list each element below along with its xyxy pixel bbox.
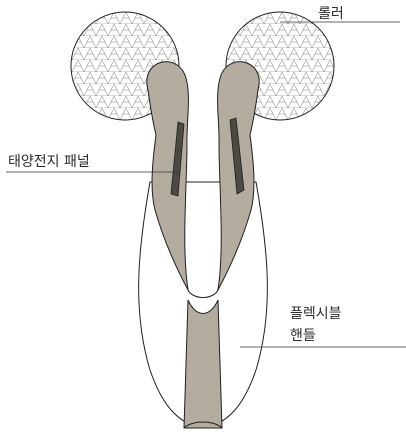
solar-panel-label: 태양전지 패널 bbox=[8, 154, 90, 170]
roller-label: 롤러 bbox=[318, 6, 344, 22]
flexible-handle-label-line1: 플렉시블 bbox=[290, 306, 342, 322]
handle-stem bbox=[184, 300, 222, 428]
flexible-handle-label-line2: 핸들 bbox=[290, 328, 316, 344]
